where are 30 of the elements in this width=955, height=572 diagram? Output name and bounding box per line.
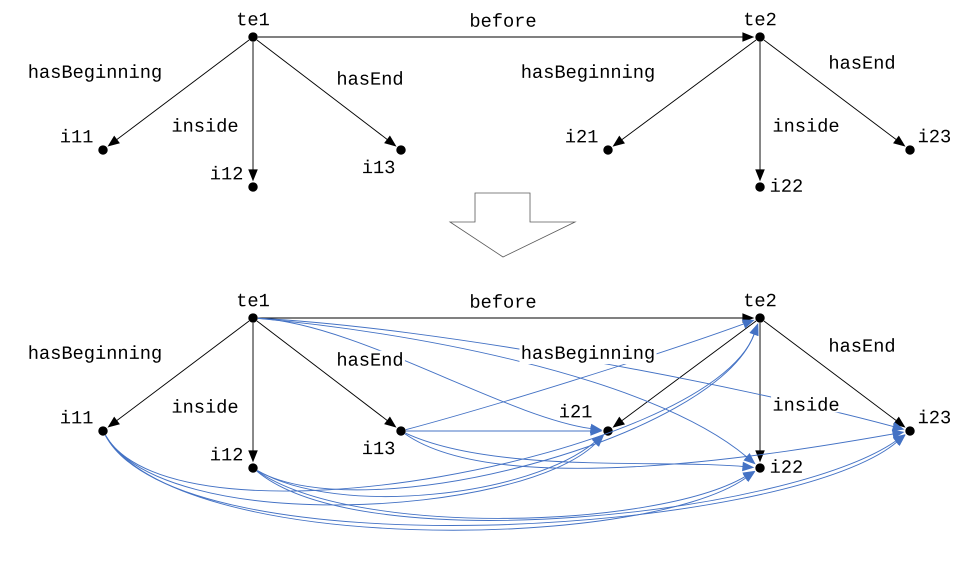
node-label: i13	[363, 440, 394, 454]
node-label: i21	[566, 128, 598, 142]
edge-label: hasEnd	[827, 336, 897, 354]
node-label: i13	[363, 160, 394, 174]
node-label: i22	[770, 459, 802, 473]
node-label: te2	[744, 294, 776, 306]
edge-label: inside	[771, 116, 841, 134]
node-label: i11	[61, 410, 92, 424]
edge-label: hasBeginning	[26, 344, 164, 364]
edge-label: hasBeginning	[519, 62, 657, 84]
node-label: i11	[61, 128, 92, 142]
node-label: i12	[211, 166, 242, 180]
edge-label: hasBeginning	[519, 344, 657, 364]
edge-label: hasEnd	[827, 54, 897, 70]
node-label: te2	[744, 12, 776, 26]
edge-label: hasEnd	[335, 70, 405, 86]
node-label: te1	[238, 12, 269, 26]
node-label: i23	[918, 128, 950, 142]
edge-label: hasBeginning	[26, 62, 164, 84]
edge-label: hasEnd	[335, 350, 405, 368]
node-label: i12	[211, 446, 242, 460]
node-label: i23	[918, 410, 950, 424]
edge-label: before	[468, 12, 538, 28]
edge-label: before	[468, 292, 538, 310]
node-label: te1	[238, 294, 269, 306]
edge-label: inside	[170, 116, 240, 134]
edge-label: inside	[170, 398, 240, 414]
edge-label: inside	[771, 396, 841, 412]
node-label: i22	[770, 178, 802, 192]
node-label: i21	[560, 404, 592, 418]
